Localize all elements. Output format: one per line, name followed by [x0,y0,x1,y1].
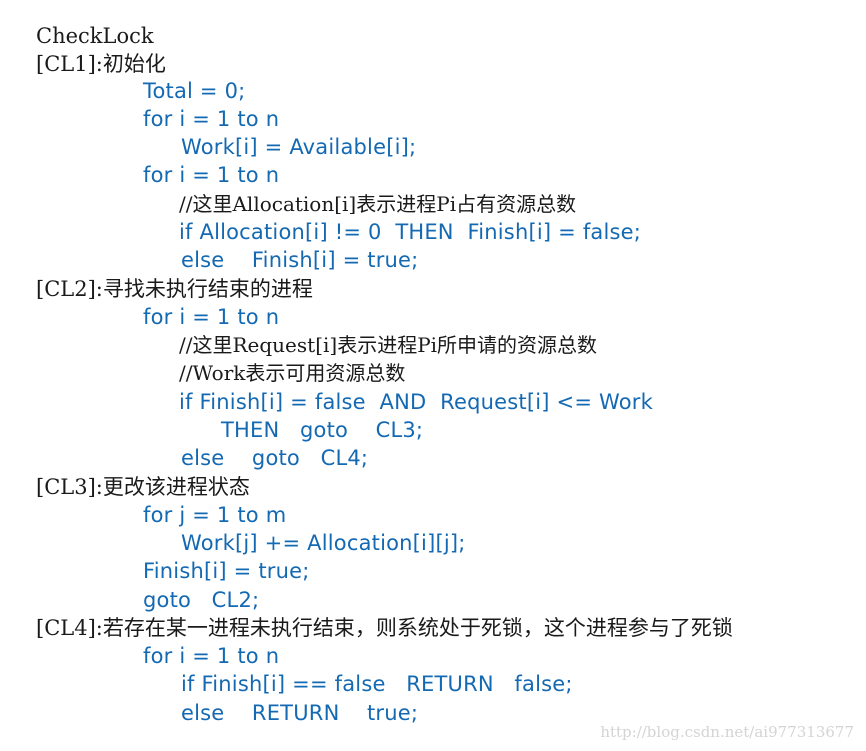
code-line: for i = 1 to n [143,163,280,187]
code-line: if Allocation[i] != 0 THEN Finish[i] = f… [179,220,642,244]
code-line: THEN goto CL3; [221,418,424,442]
code-line: else goto CL4; [181,446,369,470]
code-comment: //这里Allocation[i]表示进程Pi占有资源总数 [179,192,577,216]
code-line: Work[j] += Allocation[i][j]; [181,531,466,555]
code-line: if Finish[i] = false AND Request[i] <= W… [179,390,653,414]
code-line: Total = 0; [143,79,246,103]
code-line: Finish[i] = true; [143,559,310,583]
code-line: else RETURN true; [181,701,419,725]
doc-title: CheckLock [36,24,154,48]
code-line: for j = 1 to m [143,503,287,527]
code-line: if Finish[i] == false RETURN false; [181,672,573,696]
code-line: for i = 1 to n [143,107,280,131]
code-line: else Finish[i] = true; [181,248,419,272]
step-cl4-heading: [CL4]:若存在某一进程未执行结束，则系统处于死锁，这个进程参与了死锁 [36,616,733,640]
code-comment: //这里Request[i]表示进程Pi所申请的资源总数 [179,333,598,357]
code-line: for i = 1 to n [143,305,280,329]
watermark-url: http://blog.csdn.net/ai977313677 [600,723,854,741]
step-cl1-heading: [CL1]:初始化 [36,52,166,76]
step-cl2-heading: [CL2]:寻找未执行结束的进程 [36,277,313,301]
code-comment: //Work表示可用资源总数 [179,361,406,385]
code-line: for i = 1 to n [143,644,280,668]
step-cl3-heading: [CL3]:更改该进程状态 [36,475,250,499]
code-line: Work[i] = Available[i]; [181,135,417,159]
code-line: goto CL2; [143,588,260,612]
